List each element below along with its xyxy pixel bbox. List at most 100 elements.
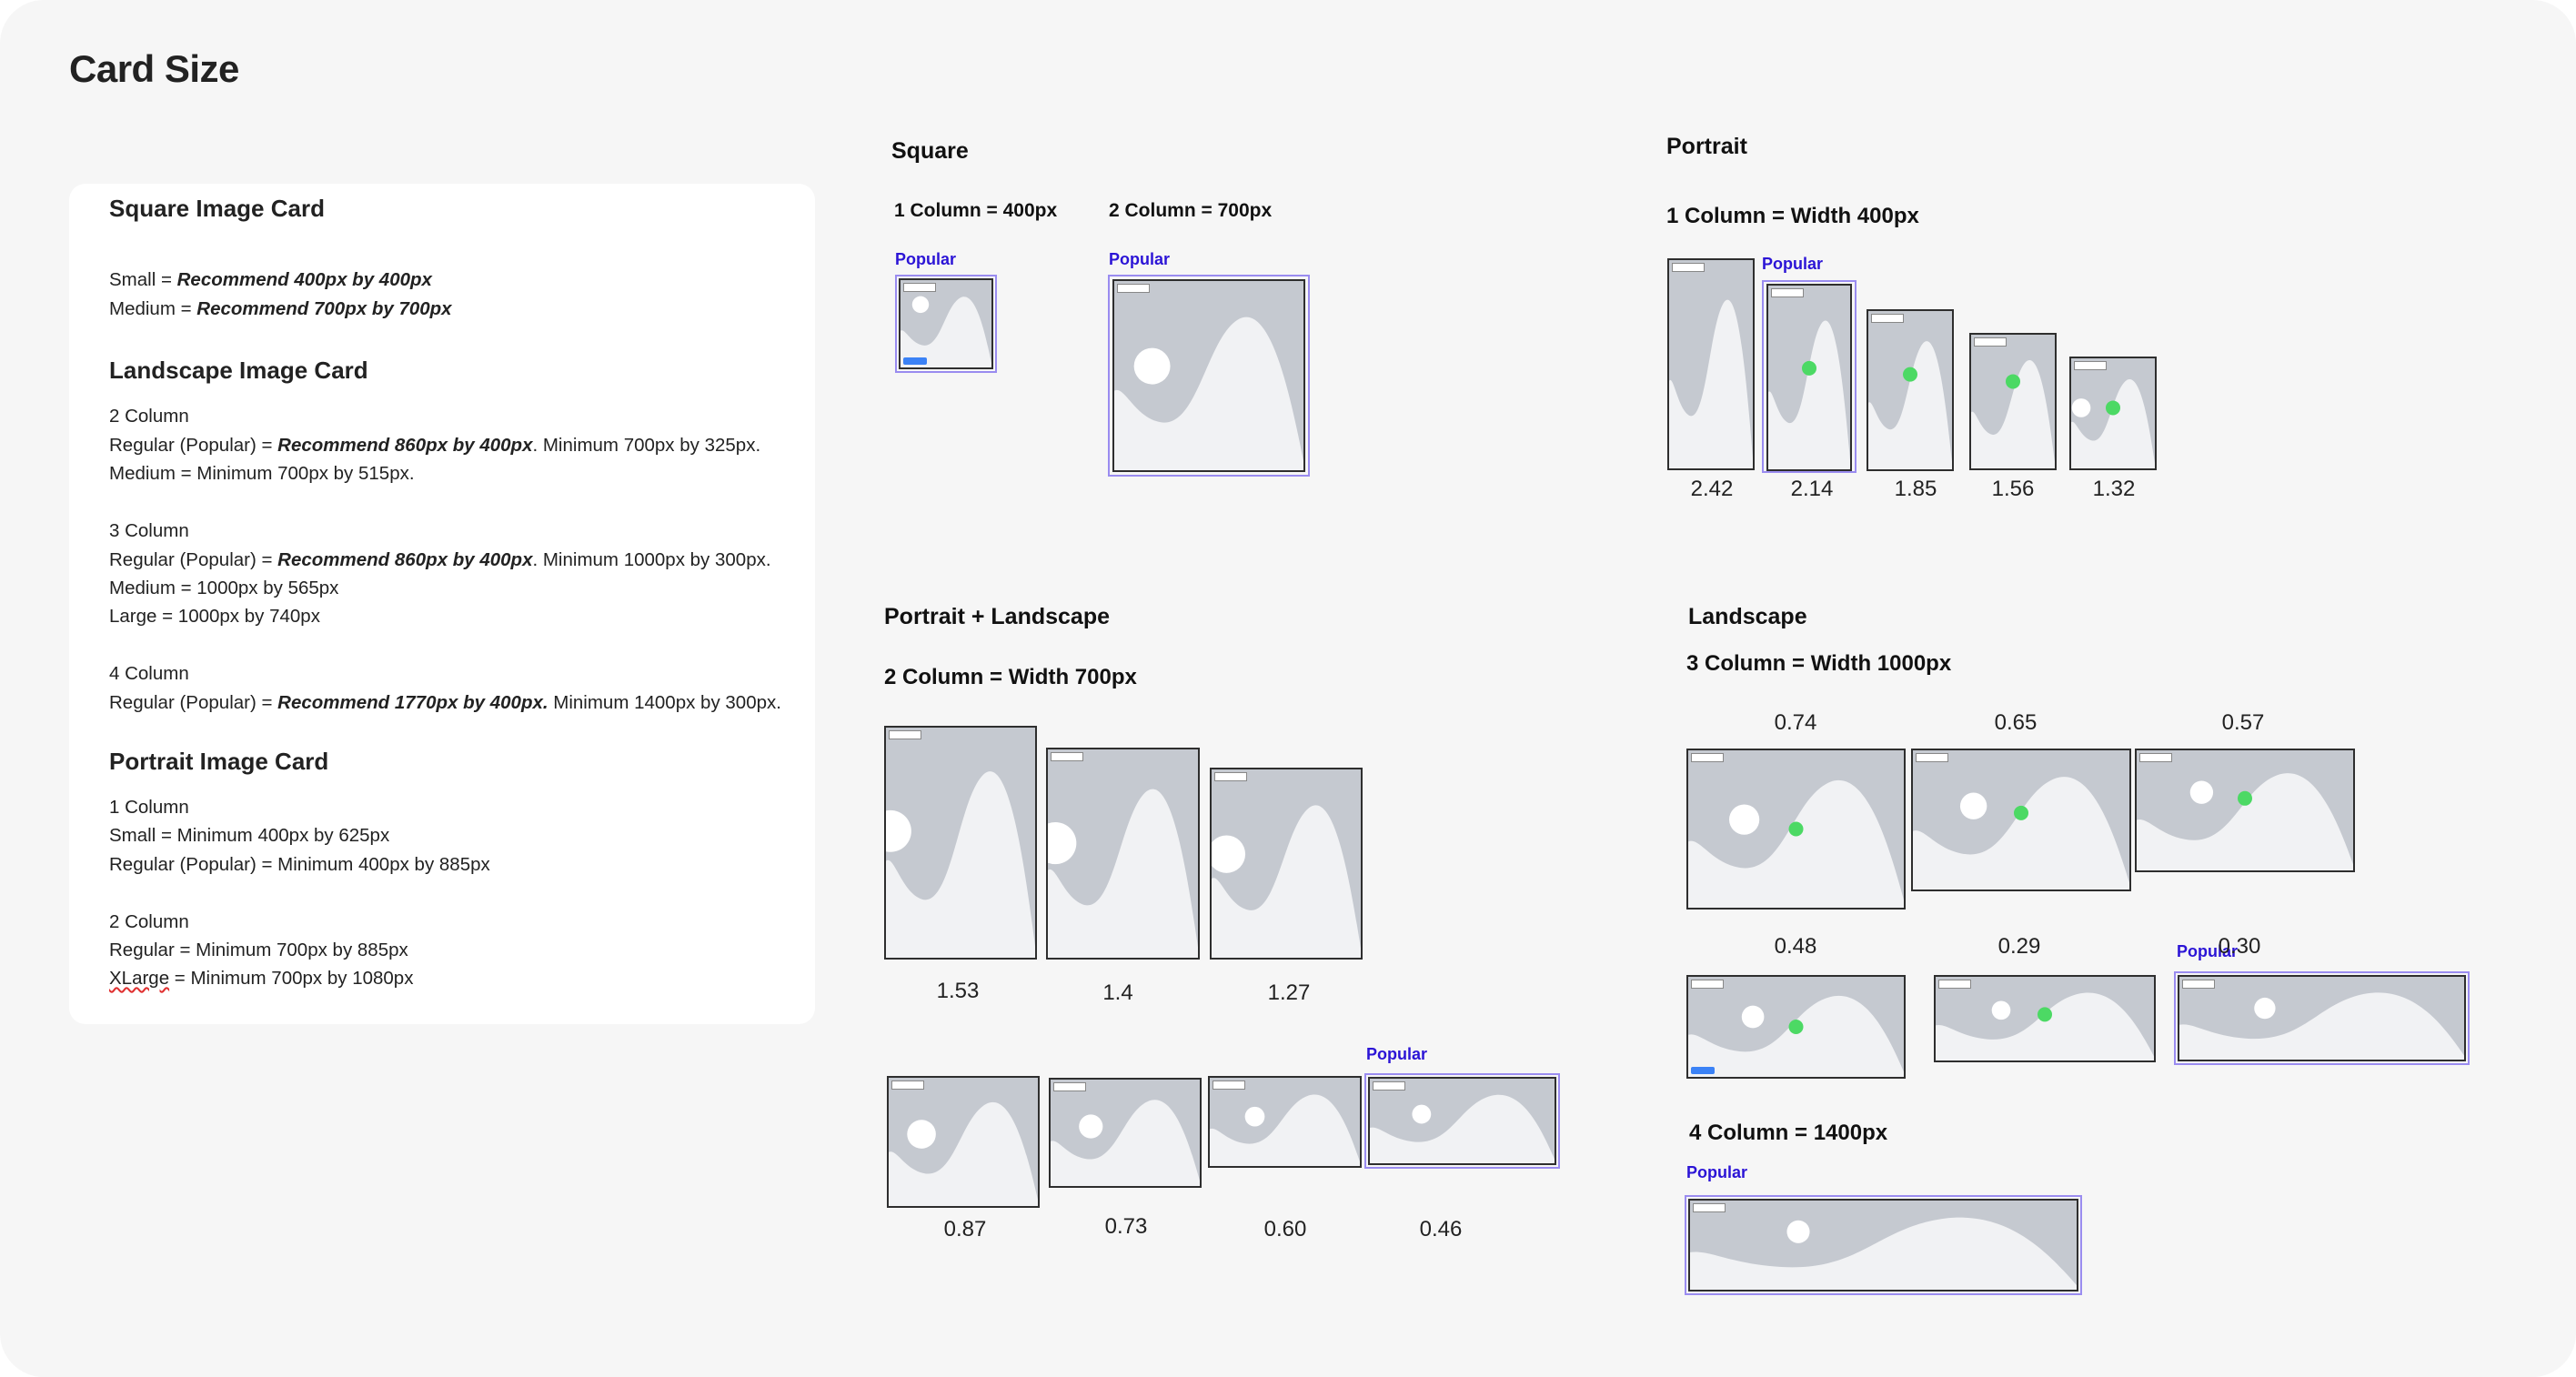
image-placeholder-icon — [1212, 769, 1361, 949]
p2-regular-line: Regular = Minimum 700px by 885px — [109, 940, 408, 960]
image-card[interactable] — [1208, 1076, 1362, 1168]
image-placeholder-icon — [1688, 750, 1904, 900]
ratio-label: 1.53 — [936, 979, 980, 1003]
image-placeholder-icon — [1370, 1079, 1555, 1160]
card-tag — [903, 283, 936, 292]
image-card[interactable] — [2069, 357, 2157, 470]
square-col1-label: 1 Column = 400px — [894, 200, 1058, 221]
image-card[interactable] — [887, 1076, 1040, 1208]
card-tag — [1771, 288, 1804, 297]
square-small-line: Small = Recommend 400px by 400px — [109, 269, 432, 290]
popular-label: Popular — [1109, 250, 1171, 268]
card-tag — [889, 730, 921, 739]
image-card[interactable] — [1046, 748, 1200, 960]
portrait-col1-label: 1 Column = Width 400px — [1666, 204, 1919, 228]
square-section-title: Square — [891, 138, 969, 164]
card-tag — [1053, 1082, 1086, 1091]
image-card[interactable] — [1368, 1077, 1556, 1165]
ratio-label: 0.60 — [1263, 1217, 1307, 1241]
popular-label: Popular — [2177, 942, 2239, 960]
image-placeholder-icon — [1688, 977, 1904, 1072]
popular-highlight — [1108, 275, 1310, 477]
ratio-label: 1.27 — [1267, 980, 1311, 1005]
card-tag — [1974, 337, 2007, 347]
p1-heading: 1 Column — [109, 797, 189, 818]
ratio-label: 0.30 — [2218, 934, 2261, 959]
l4-heading: 4 Column — [109, 663, 189, 684]
card-action-button[interactable] — [1691, 1067, 1715, 1074]
portrait-landscape-col2-label: 2 Column = Width 700px — [884, 665, 1137, 689]
ratio-label: 0.87 — [943, 1217, 987, 1241]
image-card[interactable] — [884, 726, 1037, 960]
card-action-button[interactable] — [903, 357, 927, 365]
image-card[interactable] — [1667, 258, 1755, 470]
popular-highlight — [1762, 280, 1857, 473]
card-tag — [1214, 772, 1247, 781]
card-tag — [1691, 753, 1724, 762]
p2-heading: 2 Column — [109, 911, 189, 932]
card-tag — [2139, 753, 2172, 762]
popular-label: Popular — [895, 250, 957, 268]
image-card[interactable] — [899, 278, 993, 369]
image-card[interactable] — [1766, 284, 1852, 471]
image-card[interactable] — [2178, 975, 2466, 1061]
ratio-label: 1.56 — [1991, 477, 2035, 501]
card-tag — [2182, 980, 2215, 989]
portrait-card-heading: Portrait Image Card — [109, 748, 329, 775]
ratio-label: 1.85 — [1894, 477, 1937, 501]
image-card[interactable] — [1210, 768, 1363, 960]
popular-highlight — [895, 275, 997, 373]
l3-regular-line: Regular (Popular) = Recommend 860px by 4… — [109, 549, 771, 570]
l3-large-line: Large = 1000px by 740px — [109, 606, 320, 627]
image-placeholder-icon — [1114, 281, 1303, 461]
card-tag — [1916, 753, 1948, 762]
card-tag — [1693, 1203, 1726, 1212]
square-card-heading: Square Image Card — [109, 195, 325, 222]
l3-heading: 3 Column — [109, 520, 189, 541]
ratio-label: 2.42 — [1690, 477, 1734, 501]
image-placeholder-icon — [2179, 977, 2464, 1056]
p1-small-line: Small = Minimum 400px by 625px — [109, 825, 390, 846]
image-card[interactable] — [1911, 749, 2131, 891]
card-tag — [1672, 263, 1705, 272]
ratio-label: 1.4 — [1102, 980, 1133, 1005]
image-placeholder-icon — [1048, 749, 1198, 948]
image-card[interactable] — [1686, 749, 1906, 910]
image-card[interactable] — [1969, 333, 2057, 470]
ratio-label: 0.73 — [1104, 1214, 1148, 1239]
image-card[interactable] — [1867, 309, 1954, 471]
image-placeholder-icon — [1936, 977, 2154, 1057]
landscape-section-title: Landscape — [1688, 604, 1807, 629]
ratio-label: 0.46 — [1419, 1217, 1463, 1241]
image-placeholder-icon — [1971, 335, 2055, 462]
card-tag — [891, 1080, 924, 1090]
image-placeholder-icon — [1690, 1201, 2077, 1286]
card-tag — [1691, 980, 1724, 989]
spec-panel: Square Image Card Small = Recommend 400p… — [69, 184, 815, 1024]
l2-medium-line: Medium = Minimum 700px by 515px. — [109, 463, 415, 484]
image-placeholder-icon — [1768, 286, 1850, 460]
image-card[interactable] — [1934, 975, 2156, 1062]
image-placeholder-icon — [1210, 1078, 1360, 1162]
ratio-label: 2.14 — [1790, 477, 1834, 501]
ratio-label: 0.29 — [1997, 934, 2041, 959]
l2-regular-line: Regular (Popular) = Recommend 860px by 4… — [109, 435, 761, 456]
image-card[interactable] — [1686, 975, 1906, 1079]
image-card[interactable] — [1688, 1199, 2078, 1292]
card-tag — [1051, 752, 1083, 761]
ratio-label: 0.57 — [2221, 710, 2265, 735]
card-tag — [2074, 361, 2107, 370]
card-tag — [1117, 284, 1150, 293]
card-tag — [1938, 980, 1971, 989]
card-tag — [1871, 314, 1904, 323]
portrait-section-title: Portrait — [1666, 134, 1747, 159]
image-placeholder-icon — [2071, 358, 2155, 463]
page-title: Card Size — [69, 47, 239, 90]
image-card[interactable] — [1112, 279, 1305, 472]
image-placeholder-icon — [2137, 750, 2353, 865]
p2-xlarge-line: XLarge = Minimum 700px by 1080px — [109, 968, 414, 989]
image-card[interactable] — [1049, 1078, 1202, 1188]
popular-highlight — [1685, 1195, 2082, 1295]
l4-regular-line: Regular (Popular) = Recommend 1770px by … — [109, 692, 781, 713]
image-card[interactable] — [2135, 749, 2355, 872]
